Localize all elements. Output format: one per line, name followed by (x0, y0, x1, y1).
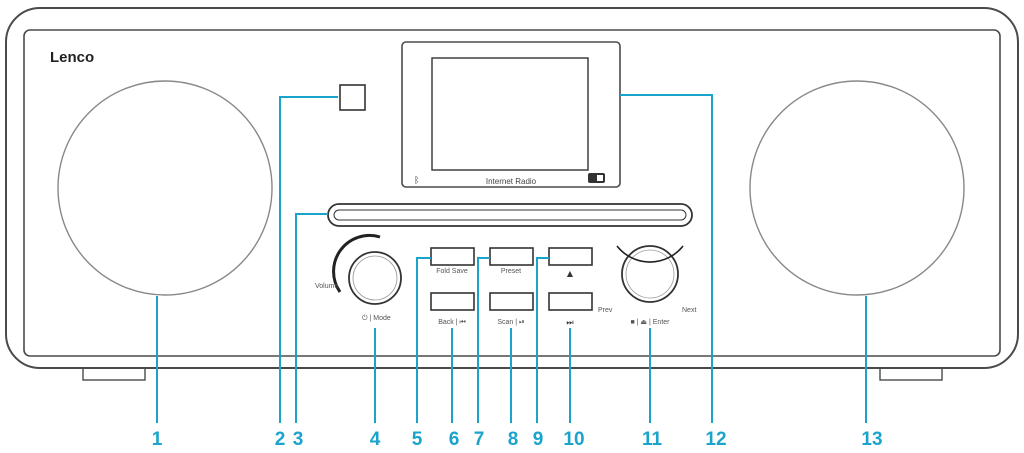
display-screen (431, 57, 589, 171)
callout-4: 4 (370, 429, 381, 450)
fold-save-button[interactable] (430, 247, 475, 266)
callout-8: 8 (508, 429, 519, 450)
forward-icon: ⏭ (566, 318, 573, 327)
navigation-knob[interactable] (621, 245, 679, 303)
right-speaker (749, 80, 965, 296)
callout-13: 13 (861, 429, 882, 450)
preset-button[interactable] (489, 247, 534, 266)
back-button[interactable] (430, 292, 475, 311)
next-label: Next (682, 307, 696, 314)
callout-11: 11 (642, 429, 663, 450)
remote-sensor (339, 84, 366, 111)
callout-3: 3 (293, 429, 304, 450)
disc-slot (327, 203, 693, 227)
callout-12: 12 (705, 429, 726, 450)
volume-arc (332, 233, 381, 293)
eject-button[interactable] (548, 247, 593, 266)
callout-7: 7 (474, 429, 485, 450)
callout-10: 10 (563, 429, 584, 450)
volume-knob[interactable] (348, 251, 402, 305)
left-foot (82, 367, 146, 381)
callout-5: 5 (412, 429, 423, 450)
volume-label: Volume (315, 283, 338, 290)
mode-label: ⏻ | Mode (362, 314, 391, 322)
preset-label: Preset (501, 268, 521, 275)
callout-9: 9 (533, 429, 544, 450)
enter-label: ■ | ⏏ | Enter (631, 319, 671, 326)
brand-logo: Lenco (50, 49, 94, 66)
right-foot (879, 367, 943, 381)
bluetooth-icon: ᛒ (414, 175, 419, 186)
fold-save-label: Fold Save (436, 268, 468, 275)
callout-lines (156, 94, 867, 423)
scan-button[interactable] (489, 292, 534, 311)
eject-icon: ▲ (567, 269, 574, 278)
prev-label: Prev (598, 307, 613, 314)
left-speaker (57, 80, 273, 296)
callout-numbers: 1 2 3 4 5 6 7 8 9 10 11 12 13 (152, 429, 883, 450)
callout-1: 1 (152, 429, 163, 450)
forward-button[interactable] (548, 292, 593, 311)
back-label: Back | ⏮ (438, 319, 466, 326)
callout-6: 6 (449, 429, 460, 450)
scan-label: Scan | ⏯ (497, 319, 524, 326)
navigation-arc (616, 245, 684, 263)
display-label: Internet Radio (486, 177, 537, 186)
callout-2: 2 (275, 429, 286, 450)
